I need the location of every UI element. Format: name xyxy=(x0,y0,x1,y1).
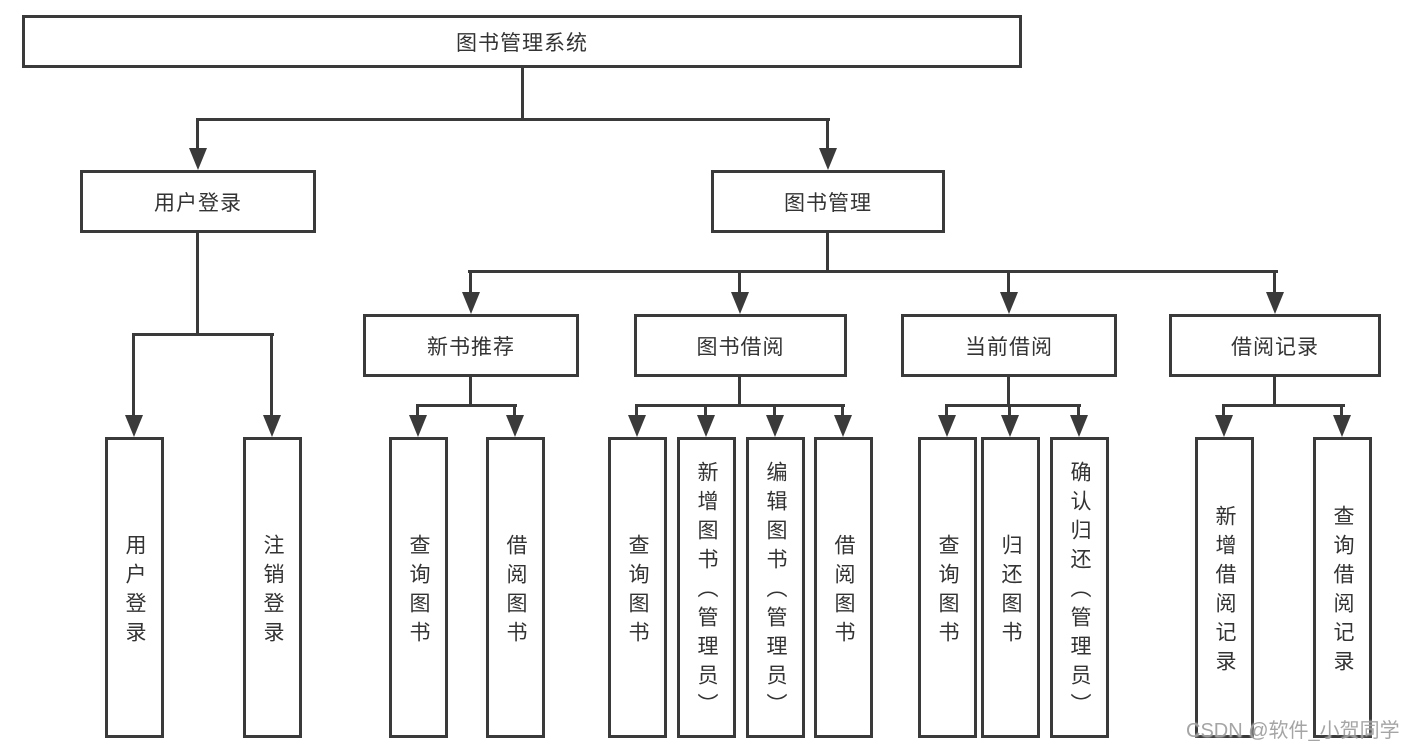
arrow-down-icon xyxy=(462,292,480,314)
connector-borrow-record-split xyxy=(1222,404,1345,407)
leaf-bb-edit-book-admin: 编辑图书（管理员） xyxy=(746,437,805,738)
arrow-down-icon xyxy=(263,415,281,437)
connector-borrow-record-stem xyxy=(1273,377,1276,407)
arrow-down-icon xyxy=(189,148,207,170)
node-user-login-label: 用户登录 xyxy=(154,191,242,215)
leaf-cb-confirm-return-admin: 确认归还（管理员） xyxy=(1050,437,1109,738)
connector-arrow-stem xyxy=(196,118,199,152)
connector-arrow-stem xyxy=(704,404,707,419)
node-current-borrow: 当前借阅 xyxy=(901,314,1117,377)
arrow-down-icon xyxy=(1266,292,1284,314)
connector-arrow-stem xyxy=(1273,270,1276,296)
leaf-cb-query-book: 查询图书 xyxy=(918,437,977,738)
arrow-down-icon xyxy=(1000,292,1018,314)
node-user-login: 用户登录 xyxy=(80,170,316,233)
node-borrow-record-label: 借阅记录 xyxy=(1231,335,1319,359)
connector-arrow-stem xyxy=(826,118,829,152)
connector-book-mgmt-split xyxy=(468,270,1278,273)
leaf-bb-borrow-book: 借阅图书 xyxy=(814,437,873,738)
leaf-bb-borrow-book-label: 借阅图书 xyxy=(832,533,855,650)
connector-user-login-stem xyxy=(196,232,199,336)
leaf-user-login: 用户登录 xyxy=(105,437,164,738)
node-new-book-recommend-label: 新书推荐 xyxy=(427,335,515,359)
node-book-borrow-label: 图书借阅 xyxy=(696,335,785,359)
arrow-down-icon xyxy=(731,292,749,314)
leaf-nb-query-book-label: 查询图书 xyxy=(407,533,430,650)
leaf-br-query-record-label: 查询借阅记录 xyxy=(1331,504,1354,679)
connector-book-mgmt-stem xyxy=(826,232,829,272)
leaf-cb-return-book: 归还图书 xyxy=(981,437,1040,738)
arrow-down-icon xyxy=(506,415,524,437)
connector-arrow-stem xyxy=(1222,404,1225,419)
connector-new-book-stem xyxy=(469,377,472,407)
leaf-nb-query-book: 查询图书 xyxy=(389,437,448,738)
node-root: 图书管理系统 xyxy=(22,15,1022,68)
arrow-down-icon xyxy=(125,415,143,437)
leaf-br-add-record: 新增借阅记录 xyxy=(1195,437,1254,738)
leaf-user-login-label: 用户登录 xyxy=(123,533,146,650)
connector-root-stem xyxy=(521,68,524,119)
leaf-bb-query-book-label: 查询图书 xyxy=(626,533,649,650)
leaf-bb-add-book-admin: 新增图书（管理员） xyxy=(677,437,736,738)
leaf-br-query-record: 查询借阅记录 xyxy=(1313,437,1372,738)
node-new-book-recommend: 新书推荐 xyxy=(363,314,579,377)
arrow-down-icon xyxy=(1070,415,1088,437)
connector-arrow-stem xyxy=(1007,270,1010,296)
leaf-br-add-record-label: 新增借阅记录 xyxy=(1213,504,1236,679)
connector-arrow-stem xyxy=(416,404,419,419)
node-current-borrow-label: 当前借阅 xyxy=(965,335,1053,359)
leaf-nb-borrow-book: 借阅图书 xyxy=(486,437,545,738)
connector-arrow-stem xyxy=(841,404,844,419)
connector-new-book-split xyxy=(416,404,517,407)
node-borrow-record: 借阅记录 xyxy=(1169,314,1381,377)
connector-arrow-stem xyxy=(945,404,948,419)
connector-arrow-stem xyxy=(635,404,638,419)
connector-arrow-stem xyxy=(1340,404,1343,419)
leaf-bb-add-book-admin-label: 新增图书（管理员） xyxy=(695,461,718,722)
leaf-logout-label: 注销登录 xyxy=(261,533,284,650)
connector-user-login-split xyxy=(132,333,274,336)
leaf-bb-query-book: 查询图书 xyxy=(608,437,667,738)
arrow-down-icon xyxy=(819,148,837,170)
csdn-watermark: CSDN @软件_小贺同学 xyxy=(1186,720,1400,742)
arrow-down-icon xyxy=(628,415,646,437)
connector-arrow-stem xyxy=(513,404,516,419)
arrow-down-icon xyxy=(766,415,784,437)
connector-current-borrow-stem xyxy=(1007,377,1010,407)
arrow-down-icon xyxy=(1215,415,1233,437)
connector-book-borrow-stem xyxy=(738,377,741,407)
arrow-down-icon xyxy=(697,415,715,437)
leaf-cb-return-book-label: 归还图书 xyxy=(999,533,1022,650)
connector-arrow-stem xyxy=(132,333,135,419)
connector-root-split xyxy=(196,118,830,121)
connector-arrow-stem xyxy=(1077,404,1080,419)
arrow-down-icon xyxy=(1333,415,1351,437)
connector-book-borrow-split xyxy=(635,404,845,407)
leaf-logout: 注销登录 xyxy=(243,437,302,738)
arrow-down-icon xyxy=(938,415,956,437)
node-book-management-label: 图书管理 xyxy=(784,191,872,215)
connector-arrow-stem xyxy=(270,333,273,419)
connector-arrow-stem xyxy=(773,404,776,419)
connector-arrow-stem xyxy=(469,270,472,296)
connector-current-borrow-split xyxy=(945,404,1081,407)
arrow-down-icon xyxy=(1001,415,1019,437)
node-book-borrow: 图书借阅 xyxy=(634,314,847,377)
leaf-cb-query-book-label: 查询图书 xyxy=(936,533,959,650)
connector-arrow-stem xyxy=(738,270,741,296)
connector-arrow-stem xyxy=(1008,404,1011,419)
leaf-cb-confirm-return-admin-label: 确认归还（管理员） xyxy=(1068,461,1091,722)
node-root-label: 图书管理系统 xyxy=(456,31,588,55)
node-book-management: 图书管理 xyxy=(711,170,945,233)
leaf-nb-borrow-book-label: 借阅图书 xyxy=(504,533,527,650)
leaf-bb-edit-book-admin-label: 编辑图书（管理员） xyxy=(764,461,787,722)
arrow-down-icon xyxy=(409,415,427,437)
arrow-down-icon xyxy=(834,415,852,437)
